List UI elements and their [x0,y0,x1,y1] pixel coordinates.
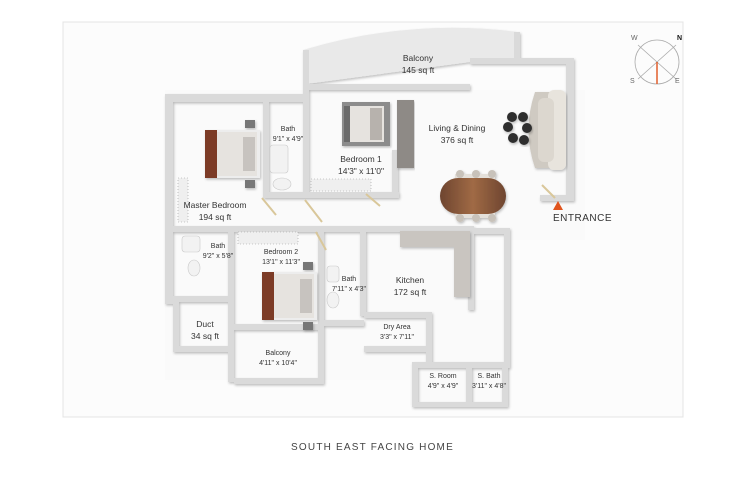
room-name: S. Room [429,373,457,380]
room-label-s-bath: S. Bath 3'11" x 4'8" [471,372,507,392]
compass: N E S W [628,33,686,91]
room-size: 7'11" x 4'3" [332,286,366,293]
entrance-label: ENTRANCE [553,213,613,224]
room-size: 9'2" x 5'8" [202,253,234,260]
room-name: Living & Dining [428,123,486,133]
room-size: 3'3" x 7'11" [380,334,414,341]
plan-caption: SOUTH EAST FACING HOME [291,442,454,453]
room-label-bedroom1: Bedroom 1 14'3" x 11'0" [330,153,392,177]
room-size: 4'9" x 4'9" [427,383,459,390]
room-label-bath-mid: Bath 7'11" x 4'3" [330,275,368,295]
room-size: 9'1" x 4'9" [272,136,304,143]
room-label-balcony-top: Balcony 145 sq ft [386,52,450,76]
compass-west: W [631,35,638,42]
room-label-master-bedroom: Master Bedroom 194 sq ft [182,199,248,223]
compass-east: E [675,78,680,85]
room-size: 34 sq ft [191,331,219,341]
room-label-dry-area: Dry Area 3'3" x 7'11" [372,323,422,343]
room-label-s-room: S. Room 4'9" x 4'9" [420,372,466,392]
bath-mid-fixtures [326,265,340,309]
room-size: 3'11" x 4'8" [472,383,506,390]
room-label-balcony-bottom: Balcony 4'11" x 10'4" [252,349,304,369]
room-name: Dry Area [383,324,411,331]
entrance-marker [553,201,563,210]
bath-left-fixtures [181,235,201,277]
compass-north: N [677,35,683,42]
room-name: Bath [341,276,357,283]
room-size: 4'11" x 10'4" [259,360,297,367]
kitchen-counter [400,231,470,297]
room-label-duct: Duct 34 sq ft [183,318,227,342]
room-name: Bath [280,126,296,133]
living-chairs [503,112,532,145]
room-name: Kitchen [395,275,425,285]
room-name: Duct [196,319,214,329]
room-name: Master Bedroom [183,200,247,210]
bedroom1-wardrobe [310,178,372,192]
compass-south: S [630,78,635,85]
room-label-kitchen: Kitchen 172 sq ft [386,274,434,298]
dining-table [440,170,506,222]
bath-top-fixtures [269,144,292,191]
room-size: 145 sq ft [401,65,435,75]
bedroom1-sofa [397,100,414,168]
room-name: Bath [210,243,226,250]
master-wardrobe [177,177,189,223]
room-size: 13'1" x 11'3" [262,259,300,266]
balcony-top-wall [303,27,520,85]
bedroom1-bed [342,102,390,146]
room-name: S. Bath [477,373,501,380]
room-name: Balcony [402,53,434,63]
bedroom2-bed [262,262,317,330]
master-bed [205,120,260,188]
door-swings [261,184,556,251]
room-name: Balcony [265,350,291,357]
room-name: Bedroom 1 [340,154,382,164]
room-label-bath-left: Bath 9'2" x 5'8" [196,242,240,262]
room-size: 194 sq ft [198,212,232,222]
room-label-bath-top: Bath 9'1" x 4'9" [268,125,308,145]
room-name: Bedroom 2 [263,249,299,256]
room-size: 376 sq ft [440,135,474,145]
room-label-bedroom2: Bedroom 2 13'1" x 11'3" [258,248,304,268]
bedroom2-wardrobe [237,231,299,245]
walls [165,27,574,407]
room-label-living-dining: Living & Dining 376 sq ft [424,122,490,146]
room-size: 172 sq ft [393,287,427,297]
compass-rose-icon [634,39,680,85]
living-sofa [528,90,566,170]
room-size: 14'3" x 11'0" [338,166,384,176]
